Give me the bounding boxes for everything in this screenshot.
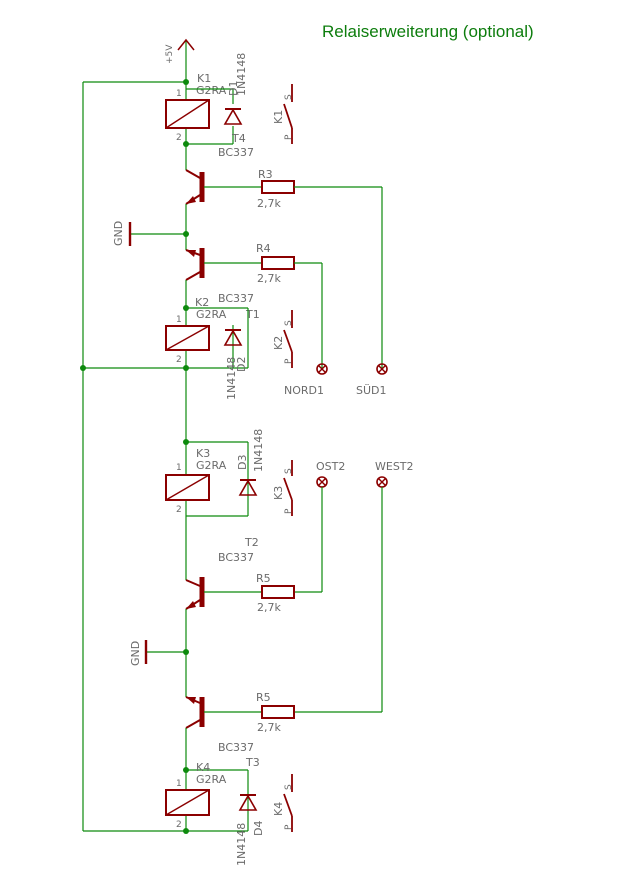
terminal-ost2-label: OST2	[316, 460, 345, 473]
svg-text:2: 2	[176, 355, 182, 365]
svg-text:2: 2	[176, 820, 182, 830]
relay-k2-group: 1 2 K2 G2RA D2 1N4148	[165, 296, 249, 400]
diode-d3-name: D3	[236, 455, 249, 470]
transistor-t2: T2 BC337	[185, 536, 262, 697]
svg-text:2: 2	[176, 133, 182, 143]
relay-k2-type: G2RA	[196, 308, 227, 321]
relay-k4-type: G2RA	[196, 773, 227, 786]
svg-text:S: S	[284, 784, 294, 790]
transistor-t2-name: T2	[244, 536, 259, 549]
schematic-title: Relaiserweiterung (optional)	[322, 22, 534, 41]
svg-text:P: P	[284, 824, 294, 830]
relay-k1-type: G2RA	[196, 84, 227, 97]
diode-d4-symbol	[238, 794, 258, 811]
relay-k4-coil	[165, 789, 210, 816]
gnd-2-label: GND	[129, 641, 142, 666]
contact-k1: S P K1	[272, 84, 294, 144]
resistor-r4-value: 2,7k	[257, 272, 281, 285]
terminal-ost2: OST2	[294, 460, 345, 593]
svg-text:P: P	[284, 134, 294, 140]
terminal-west2: WEST2	[294, 460, 414, 713]
terminal-west2-label: WEST2	[375, 460, 414, 473]
contact-k3: S P K3	[272, 460, 294, 516]
contact-k4-name: K4	[272, 802, 285, 816]
transistor-t4-name: T4	[231, 132, 246, 145]
terminal-sued1: SÜD1	[356, 363, 388, 397]
supply-rail: +5V	[80, 38, 248, 834]
supply-label: +5V	[165, 44, 175, 64]
svg-text:P: P	[284, 508, 294, 514]
diode-d3-symbol	[238, 479, 258, 496]
resistor-r4-name: R4	[256, 242, 271, 255]
contact-k2-name: K2	[272, 336, 285, 350]
transistor-t1: BC337 T1	[185, 248, 262, 321]
contact-k1-name: K1	[272, 110, 285, 124]
svg-text:2: 2	[176, 505, 182, 515]
relay-k1-name: K1	[197, 72, 211, 85]
relay-k4-name: K4	[196, 761, 210, 774]
relay-k4-group: 1 2 K4 G2RA D4 1N4148	[165, 761, 265, 866]
svg-text:1: 1	[176, 779, 182, 789]
resistor-r5-b: R5 2,7k	[256, 691, 295, 734]
relay-k3-name: K3	[196, 447, 210, 460]
contact-k2: S P K2	[272, 310, 294, 368]
relay-k2-name: K2	[195, 296, 209, 309]
resistor-r5a-name: R5	[256, 572, 271, 585]
transistor-t1-name: T1	[245, 308, 260, 321]
gnd-2: GND	[129, 640, 189, 666]
svg-text:S: S	[284, 468, 294, 474]
terminal-nord1-label: NORD1	[284, 384, 324, 397]
resistor-r3: R3 2,7k	[257, 168, 383, 369]
relay-k3-group: 1 2 K3 G2RA 1N4148 D3	[165, 429, 265, 580]
contact-k3-name: K3	[272, 486, 285, 500]
transistor-t2-type: BC337	[218, 551, 254, 564]
relay-k1-coil	[165, 99, 210, 129]
contact-k4: S P K4	[272, 774, 294, 832]
transistor-t3-type: BC337	[218, 741, 254, 754]
relay-k3-coil	[165, 474, 210, 501]
diode-d2-type: 1N4148	[225, 357, 238, 400]
diode-d3-type: 1N4148	[252, 429, 265, 472]
diode-d1-symbol	[223, 108, 243, 125]
resistor-r3-value: 2,7k	[257, 197, 281, 210]
transistor-t3-name: T3	[245, 756, 260, 769]
diode-d2-name: D2	[235, 357, 248, 372]
transistor-t1-type: BC337	[218, 292, 254, 305]
transistor-t4-type: BC337	[218, 146, 254, 159]
svg-text:1: 1	[176, 315, 182, 325]
terminal-nord1: NORD1	[284, 363, 328, 397]
svg-text:1: 1	[176, 89, 182, 99]
diode-d4-name: D4	[252, 821, 265, 836]
resistor-r5a-value: 2,7k	[257, 601, 281, 614]
diode-d1-type: 1N4148	[235, 53, 248, 96]
diode-d4-type: 1N4148	[235, 823, 248, 866]
relay-k2-coil	[165, 325, 210, 351]
transistor-t3: BC337 T3	[185, 696, 262, 770]
svg-text:S: S	[284, 94, 294, 100]
diode-d2-symbol	[223, 329, 243, 346]
resistor-r4: R4 2,7k	[256, 242, 323, 369]
svg-text:1: 1	[176, 463, 182, 473]
resistor-r5-a: R5 2,7k	[256, 572, 295, 614]
gnd-1-label: GND	[112, 221, 125, 246]
gnd-1: GND	[112, 221, 189, 246]
diode-d1-name: D1	[227, 81, 240, 96]
relay-k1-group: 1 2 K1 G2RA 1N4148 D1 T4 BC337	[165, 53, 262, 250]
junction-dot	[80, 365, 86, 371]
svg-text:P: P	[284, 358, 294, 364]
terminal-sued1-label: SÜD1	[356, 384, 387, 397]
svg-text:S: S	[284, 320, 294, 326]
resistor-r5b-name: R5	[256, 691, 271, 704]
resistor-r5b-value: 2,7k	[257, 721, 281, 734]
resistor-r3-name: R3	[258, 168, 273, 181]
relay-k3-type: G2RA	[196, 459, 227, 472]
